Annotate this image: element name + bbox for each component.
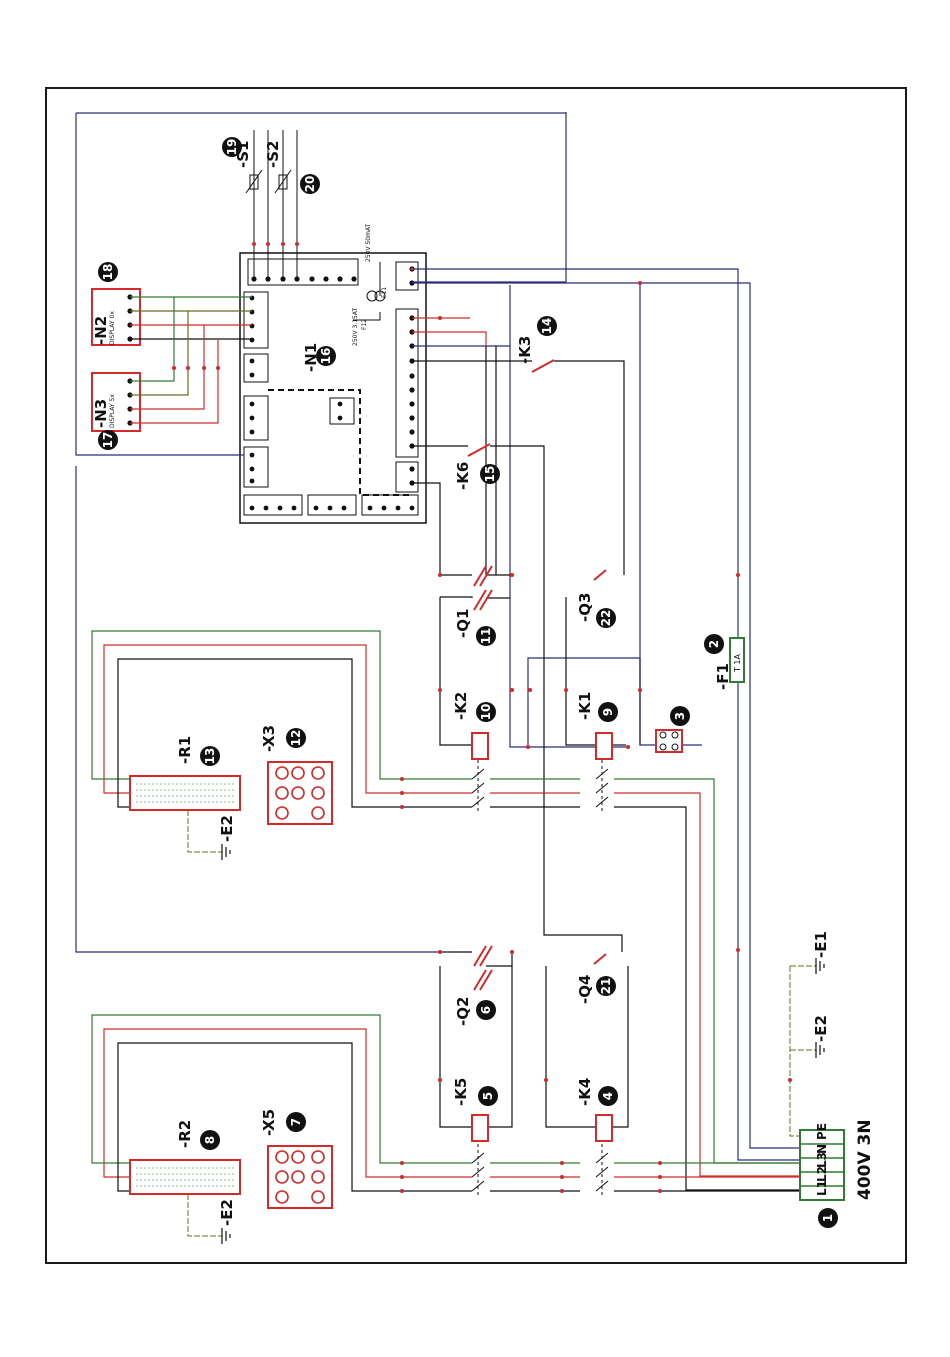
label-x5: -X5: [260, 1109, 278, 1136]
control-wires-red: [412, 318, 486, 346]
callout-number: 5: [481, 1092, 495, 1100]
callout-number: 14: [540, 318, 554, 335]
terminal-x5: [268, 1146, 332, 1208]
callout-number: 22: [599, 610, 613, 627]
label-k4: -K4: [576, 1078, 594, 1106]
heater-r2: [130, 1160, 240, 1194]
page-frame: [46, 88, 906, 1263]
callout-number: 20: [303, 176, 317, 193]
callout-number: 17: [101, 432, 115, 449]
callout-number: 16: [319, 348, 333, 365]
label-e1: -E1: [812, 931, 830, 958]
callout-number: 9: [601, 708, 615, 716]
callout-number: 7: [289, 1118, 303, 1126]
svg-text:F11: F11: [381, 287, 388, 298]
label-f11-rating: 250V 50mAT: [365, 223, 372, 262]
display-wires: [130, 297, 252, 423]
callout-number: 6: [479, 1006, 493, 1014]
callout-number: 3: [673, 712, 687, 720]
callout-number: 21: [599, 978, 613, 995]
supply-term-l1: L1: [815, 1180, 829, 1196]
callout-number: 15: [483, 466, 497, 483]
label-k3: -K3: [516, 336, 534, 364]
supply-term-l2: L2: [815, 1166, 829, 1182]
label-k1: -K1: [576, 692, 594, 720]
terminal-x3: [268, 762, 332, 824]
label-e2-upper: -E2: [218, 815, 236, 842]
callout-number: 10: [479, 704, 493, 721]
callout-number: 19: [225, 139, 239, 156]
label-r2: -R2: [176, 1120, 194, 1148]
callout-number: 18: [101, 264, 115, 281]
label-k2: -K2: [452, 692, 470, 720]
label-x3: -X3: [260, 725, 278, 752]
label-n3-sub: DISPLAY 5x: [109, 394, 116, 428]
label-e2-lower: -E2: [218, 1199, 236, 1226]
label-q1: -Q1: [454, 609, 472, 638]
label-r1: -R1: [176, 736, 194, 764]
heater-r1: [130, 776, 240, 810]
callout-number: 13: [203, 748, 217, 765]
callout-number: 11: [479, 628, 493, 645]
label-q2: -Q2: [454, 997, 472, 1026]
label-k5: -K5: [452, 1078, 470, 1106]
label-e2-supply: -E2: [812, 1015, 830, 1042]
label-k6: -K6: [454, 462, 472, 490]
label-q3: -Q3: [576, 593, 594, 622]
label-f1: -F1: [714, 663, 732, 690]
label-f1-rating: T 1A: [733, 653, 742, 673]
terminal-block-3: [656, 730, 682, 752]
supply-term-l3: L3: [815, 1152, 829, 1168]
svg-text:F12: F12: [361, 319, 368, 330]
callout-number: 4: [601, 1092, 615, 1100]
neutral-wires: [76, 112, 800, 1160]
callout-number: 2: [707, 640, 721, 648]
power-bus: [490, 779, 800, 1191]
component-labels: -S1 -S2 -N1 -N2 DISPLAY 0x -N3 DISPLAY 5…: [92, 141, 875, 1226]
switch-contacts: [468, 360, 606, 990]
callout-number: 8: [203, 1136, 217, 1144]
supply-label: 400V 3N: [855, 1119, 875, 1200]
label-s2: -S2: [264, 141, 282, 168]
label-f12-rating: 250V 3.15AT: [352, 308, 359, 346]
controller-n1: F11 F12: [240, 253, 426, 523]
label-n3: -N3: [92, 399, 110, 428]
callout-number: 12: [289, 730, 303, 747]
callout-number: 1: [821, 1214, 835, 1222]
supply-term-pe: PE: [815, 1123, 829, 1140]
label-n2-sub: DISPLAY 0x: [109, 311, 116, 345]
label-q4: -Q4: [576, 975, 594, 1004]
label-n2: -N2: [92, 316, 110, 345]
